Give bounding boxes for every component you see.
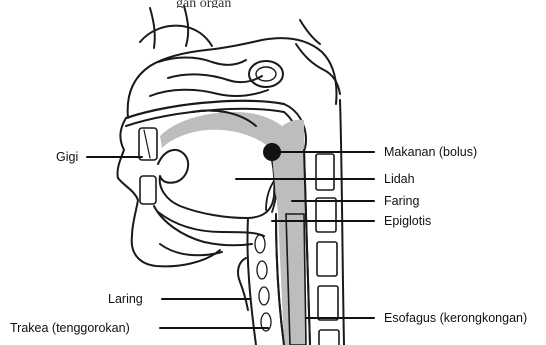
esophagus-shade (286, 214, 306, 345)
label-gigi: Gigi (56, 150, 78, 164)
upper-lip (117, 118, 126, 178)
spine-back (340, 100, 344, 345)
label-faring: Faring (384, 194, 419, 208)
sphenoid-sinus (249, 61, 283, 87)
lower-teeth (140, 176, 156, 204)
label-trakea: Trakea (tenggorokan) (10, 321, 130, 335)
vertebra (316, 154, 334, 190)
label-esofagus: Esofagus (kerongkongan) (384, 311, 527, 325)
label-epiglotis: Epiglotis (384, 214, 431, 228)
label-makanan: Makanan (bolus) (384, 145, 477, 159)
oral-shade (160, 112, 282, 150)
jaw-line (154, 206, 252, 245)
nasal-concha-upper (158, 58, 246, 65)
lower-lip (118, 178, 138, 236)
label-lidah: Lidah (384, 172, 415, 186)
label-laring: Laring (108, 292, 143, 306)
skull-outline (128, 38, 337, 118)
trachea-rings (255, 235, 271, 331)
larynx-shape (238, 258, 248, 310)
upper-teeth (139, 128, 157, 160)
vertebra (316, 198, 336, 232)
nasal-concha-lower (150, 90, 268, 96)
nasal-septum (140, 26, 212, 46)
trachea-front (247, 218, 256, 345)
nasal-concha-middle (168, 74, 262, 82)
vertebra (318, 286, 338, 320)
vertebra (319, 330, 339, 345)
vertebra (317, 242, 337, 276)
